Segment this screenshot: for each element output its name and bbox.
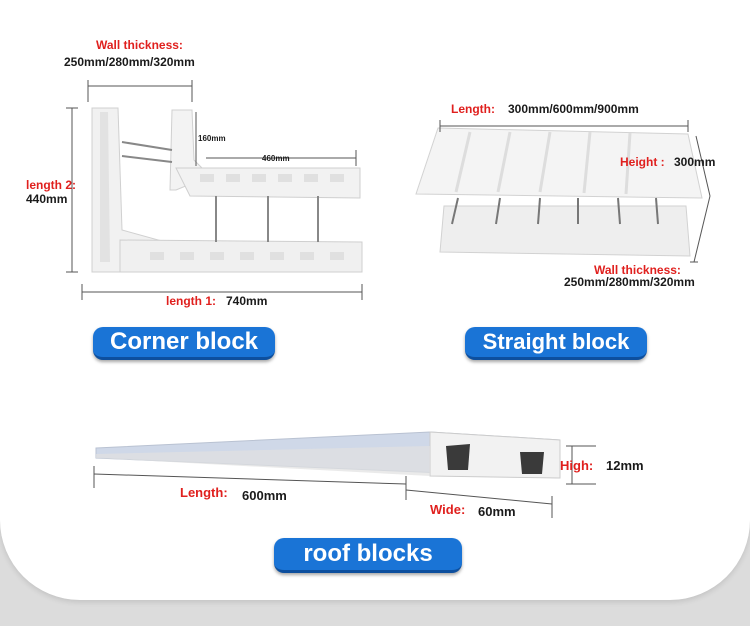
product-illustrations (66, 80, 711, 518)
straight-length-label: Length: (451, 102, 495, 116)
straight-height-value: 300mm (674, 155, 716, 169)
roof-blocks-title: roof blocks (274, 538, 462, 573)
corner-wall-thickness-label: Wall thickness: (96, 38, 183, 52)
corner-length1-value: 740mm (226, 294, 268, 308)
corner-block-title: Corner block (93, 327, 275, 360)
roof-wide-value: 60mm (478, 504, 516, 519)
corner-wall-thickness-value: 250mm/280mm/320mm (64, 55, 195, 69)
corner-dimension-lines (66, 80, 363, 300)
roof-high-label: High: (560, 458, 594, 473)
roof-wide-label: Wide: (430, 502, 466, 517)
corner-length2-value: 440mm (26, 192, 68, 206)
straight-dimension-lines (439, 120, 711, 263)
straight-block-title: Straight block (465, 327, 647, 360)
roof-block-image (95, 431, 561, 479)
roof-dimension-lines (93, 445, 596, 518)
straight-wall-thickness-label: Wall thickness: (594, 263, 681, 277)
straight-height-label: Height : (620, 155, 665, 169)
corner-dim-460: 460mm (262, 154, 290, 163)
corner-dim-160: 160mm (198, 134, 226, 143)
roof-length-label: Length: (180, 485, 228, 500)
roof-length-value: 600mm (242, 488, 287, 503)
straight-length-value: 300mm/600mm/900mm (508, 102, 639, 116)
corner-block-image (91, 107, 363, 273)
roof-high-value: 12mm (606, 458, 644, 473)
straight-wall-thickness-value: 250mm/280mm/320mm (564, 275, 695, 289)
corner-length1-label: length 1: (166, 294, 216, 308)
product-card: Wall thickness: 250mm/280mm/320mm length… (0, 0, 750, 600)
straight-block-image (415, 127, 703, 257)
corner-length2-label: length 2: (26, 178, 76, 192)
